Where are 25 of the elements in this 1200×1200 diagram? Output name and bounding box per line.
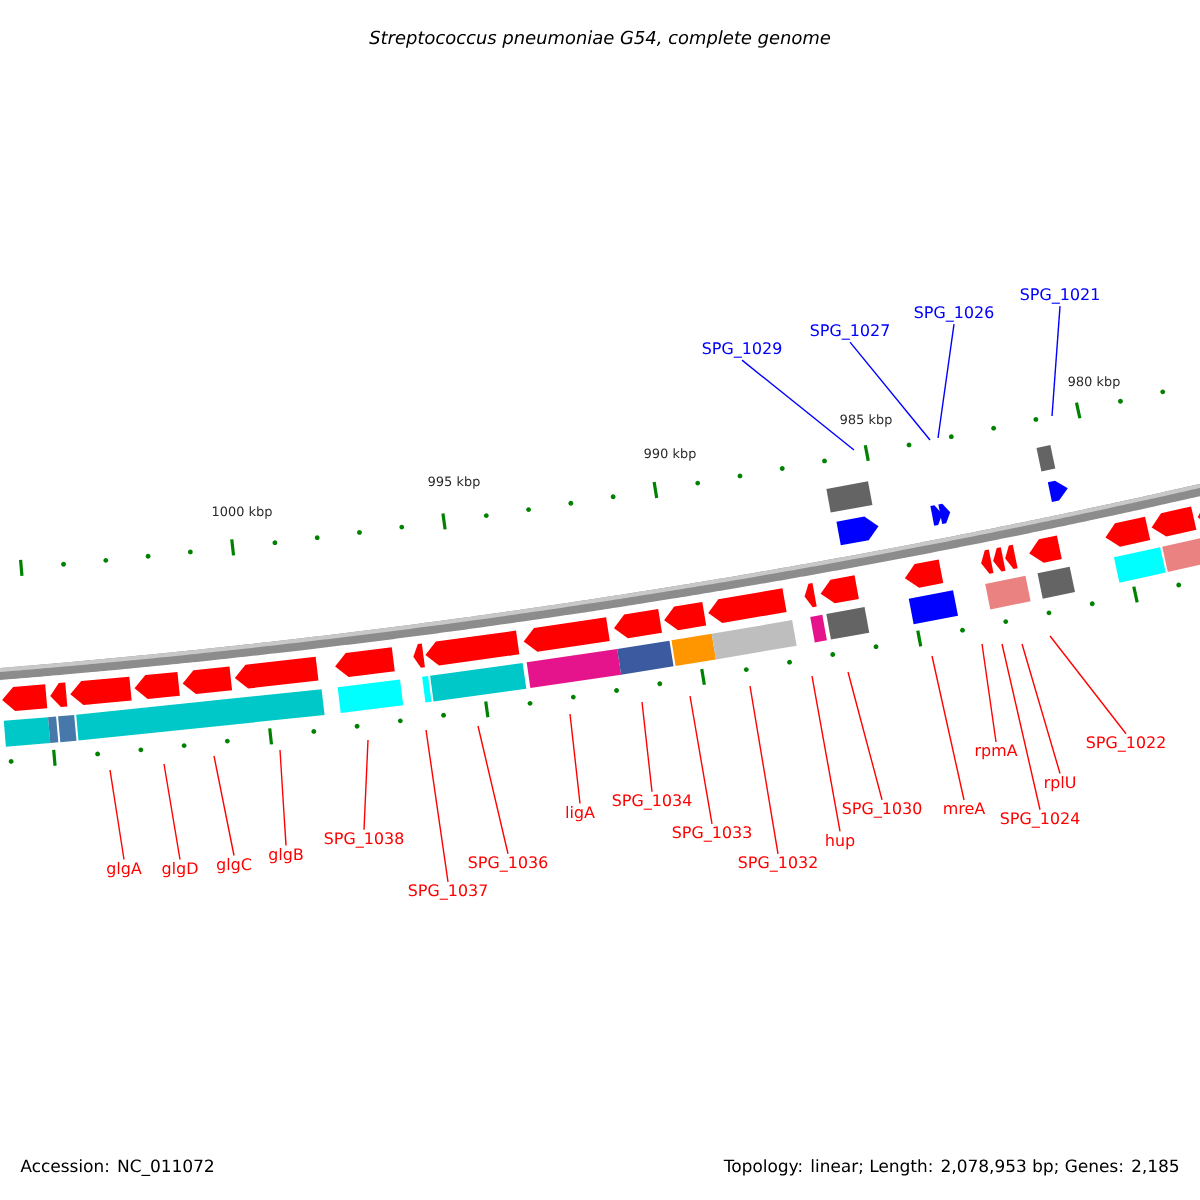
leader-line (1001, 643, 1041, 811)
title: Streptococcus pneumoniae G54, complete genome (369, 30, 831, 48)
leader-line (981, 643, 997, 743)
leader-line (641, 701, 653, 793)
leader-line (163, 763, 181, 861)
leader-line (213, 755, 235, 857)
accession-text: Accession: NC_011072 (20, 1159, 213, 1176)
leader-line (109, 769, 125, 861)
leader-line (847, 671, 883, 801)
leader-line (1021, 643, 1061, 775)
leader-line (425, 729, 449, 883)
leader-line (1049, 635, 1127, 735)
leader-line (849, 341, 931, 441)
leader-line (569, 713, 581, 805)
leader-line (811, 675, 841, 833)
leader-line (937, 323, 955, 439)
leader-line (477, 725, 509, 855)
leader-line (1051, 305, 1061, 417)
summary-text: Topology: linear; Length: 2,078,953 bp; Genes: 2,185 (723, 1159, 1179, 1176)
leader-line (279, 749, 287, 847)
leader-line (363, 739, 369, 831)
leader-line (689, 695, 713, 825)
leader-line (931, 655, 965, 801)
leader-line (749, 685, 779, 855)
leader-line (741, 359, 855, 451)
